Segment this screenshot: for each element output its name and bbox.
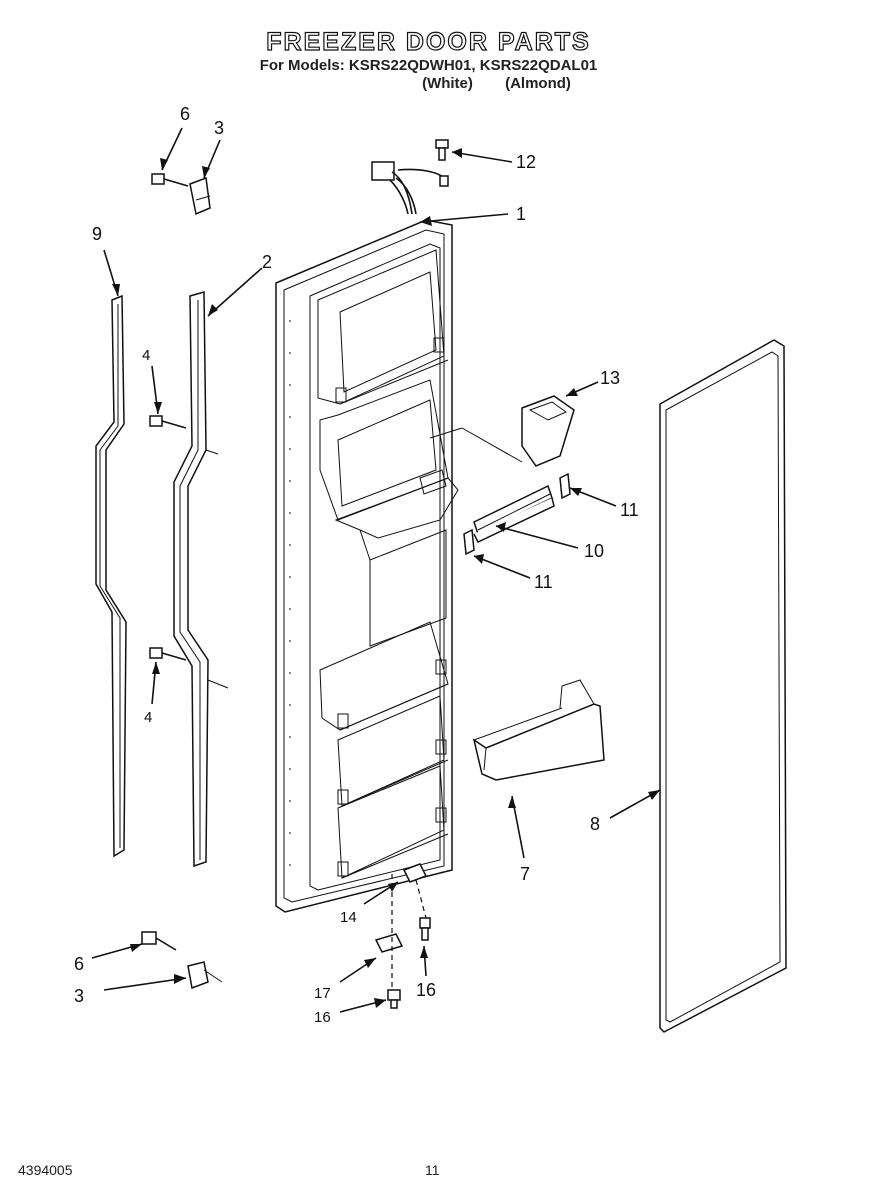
wire-harness	[371, 161, 449, 215]
bottom-hinge-screw-part-6	[141, 931, 177, 951]
callout-3-top: 3	[214, 118, 224, 138]
screw-part-16-left	[387, 989, 401, 1009]
callout-10: 10	[584, 541, 604, 561]
callout-4-upper: 4	[142, 347, 150, 364]
callout-2: 2	[262, 252, 272, 272]
door-panel-part-1	[275, 219, 459, 913]
callout-11-left: 11	[534, 572, 553, 592]
page-number: 11	[425, 1162, 440, 1178]
model-numbers: For Models: KSRS22QDWH01, KSRS22QDAL01	[259, 57, 598, 74]
bracket-part-17	[374, 933, 404, 953]
color-almond-label: (Almond)	[505, 75, 571, 92]
clip-part-11-left	[463, 528, 475, 556]
slide-rail-part-10	[473, 484, 555, 543]
callout-4-lower: 4	[144, 709, 152, 726]
cap-part-14	[402, 863, 428, 883]
top-hinge-screw-part-6	[151, 173, 189, 187]
callout-17: 17	[314, 985, 331, 1002]
alignment-dash-line-2	[415, 879, 427, 919]
arrow-heads	[112, 148, 660, 1008]
callout-11-right: 11	[620, 500, 639, 520]
callout-14: 14	[340, 909, 357, 926]
door-gasket-part-8	[659, 339, 787, 1033]
callout-12: 12	[516, 152, 536, 172]
screw-part-16-right	[419, 917, 431, 941]
callout-1: 1	[516, 204, 526, 224]
screw-part-4-upper	[149, 415, 187, 429]
door-bin-part-7	[472, 679, 605, 781]
callout-6-top: 6	[180, 104, 190, 124]
color-white-label: (White)	[422, 75, 473, 92]
top-hinge-part-3	[189, 176, 211, 216]
callout-3-bottom: 3	[74, 986, 84, 1006]
callout-6-bottom: 6	[74, 954, 84, 974]
model-colors: (White) (Almond)	[62, 75, 869, 92]
trim-strip-part-9	[95, 294, 127, 858]
screw-part-4-lower	[149, 647, 187, 661]
callout-16-right: 16	[416, 980, 436, 1000]
ice-chute-part-13	[429, 395, 575, 467]
trim-strip-part-2	[173, 291, 229, 868]
bottom-hinge-part-3	[187, 961, 223, 990]
callout-9: 9	[92, 224, 102, 244]
screw-part-12	[435, 139, 449, 161]
clip-part-11-right	[559, 472, 571, 500]
callout-16-left: 16	[314, 1009, 331, 1026]
document-number: 4394005	[18, 1162, 73, 1178]
callout-13: 13	[600, 368, 620, 388]
callout-8: 8	[590, 814, 600, 834]
page-title: FREEZER DOOR PARTS	[266, 27, 591, 56]
callout-7: 7	[520, 864, 530, 884]
